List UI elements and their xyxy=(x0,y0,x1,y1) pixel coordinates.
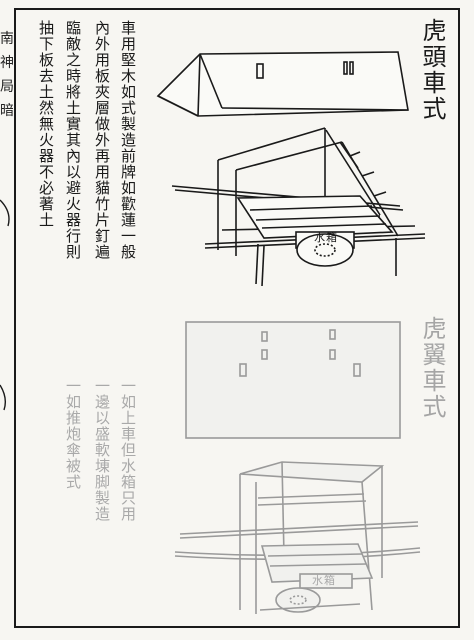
page-border xyxy=(14,8,460,628)
edge-glyph: 神 xyxy=(0,55,13,71)
faint-text-column-2: 一邊以盛軟埬脚製造 xyxy=(93,378,111,522)
wing-panel-drawing xyxy=(185,321,401,439)
title-lower: 虎翼車式 xyxy=(418,316,446,420)
text-column-1: 車用堅木如式製造前牌如歡蓮一般 xyxy=(119,20,137,260)
tiger-wing-cart-drawing xyxy=(174,461,421,614)
lower-water-box-label: 水箱 xyxy=(312,574,336,587)
tiger-head-cart-drawing xyxy=(171,127,426,287)
faint-text-column-3: 一如推炮傘被式 xyxy=(64,378,82,490)
edge-glyph: 暗 xyxy=(0,103,13,119)
roof-shield-drawing xyxy=(156,51,409,117)
text-column-3: 臨敵之時將土實其內以避火器行則 xyxy=(64,20,82,260)
edge-glyph: 南 xyxy=(0,31,13,47)
text-column-2: 內外用板夾層做外再用貓竹片釘遍 xyxy=(93,20,111,260)
left-page-curve xyxy=(0,199,10,411)
edge-glyph: 局 xyxy=(0,79,13,95)
text-column-4: 抽下板去土然無火器不必著土 xyxy=(37,20,55,228)
faint-text-column-1: 一如上車但水箱只用 xyxy=(119,378,137,522)
previous-page-edge: 南 神 局 暗 xyxy=(0,8,14,628)
title-upper: 虎頭車式 xyxy=(418,18,446,122)
upper-water-box-label: 水箱 xyxy=(314,231,338,244)
